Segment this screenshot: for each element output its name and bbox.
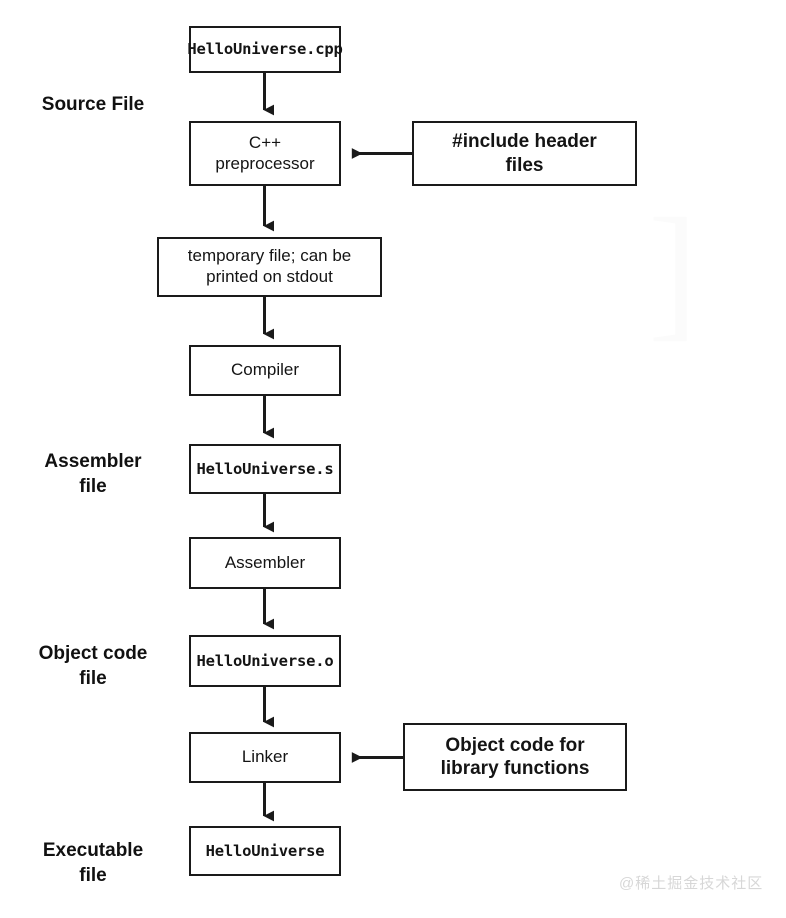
- node-source-file-box: HelloUniverse.cpp: [187, 26, 343, 73]
- background-watermark-glyph: ]: [648, 188, 698, 354]
- node-library-object-code-box: Object code for library functions: [403, 723, 627, 791]
- node-include-header-files-box: #include header files: [412, 121, 637, 186]
- node-assembler-file-box: HelloUniverse.s: [189, 444, 341, 494]
- site-watermark: @稀土掘金技术社区: [619, 875, 764, 892]
- node-linker-label: Linker: [241, 747, 289, 767]
- stage-label-source-file: Source File: [41, 94, 145, 115]
- node-object-file-box: HelloUniverse.o: [189, 635, 341, 687]
- node-preprocessor-box: C++ preprocessor: [189, 121, 341, 186]
- node-executable-box: HelloUniverse: [189, 826, 341, 876]
- node-assembler-file-label: HelloUniverse.s: [196, 459, 334, 478]
- node-temporary-file-box: temporary file; can be printed on stdout: [157, 237, 382, 297]
- node-assembler-label: Assembler: [224, 552, 306, 572]
- node-executable-label: HelloUniverse: [205, 841, 325, 860]
- node-include-header-files-label: #include header files: [452, 131, 597, 176]
- node-assembler-box: Assembler: [189, 537, 341, 589]
- stage-label-object-code-file: Object code file: [38, 643, 148, 689]
- node-linker-box: Linker: [189, 732, 341, 783]
- node-preprocessor-label: C++ preprocessor: [215, 132, 315, 173]
- node-library-object-code-label: Object code for library functions: [440, 734, 590, 779]
- node-object-file-label: HelloUniverse.o: [196, 651, 334, 670]
- node-compiler-label: Compiler: [230, 360, 300, 380]
- node-source-file-label: HelloUniverse.cpp: [187, 40, 343, 59]
- stage-label-executable-file: Executable file: [42, 840, 144, 886]
- node-compiler-box: Compiler: [189, 345, 341, 396]
- stage-label-assembler-file: Assembler file: [44, 451, 142, 497]
- node-temporary-file-label: temporary file; can be printed on stdout: [187, 246, 352, 286]
